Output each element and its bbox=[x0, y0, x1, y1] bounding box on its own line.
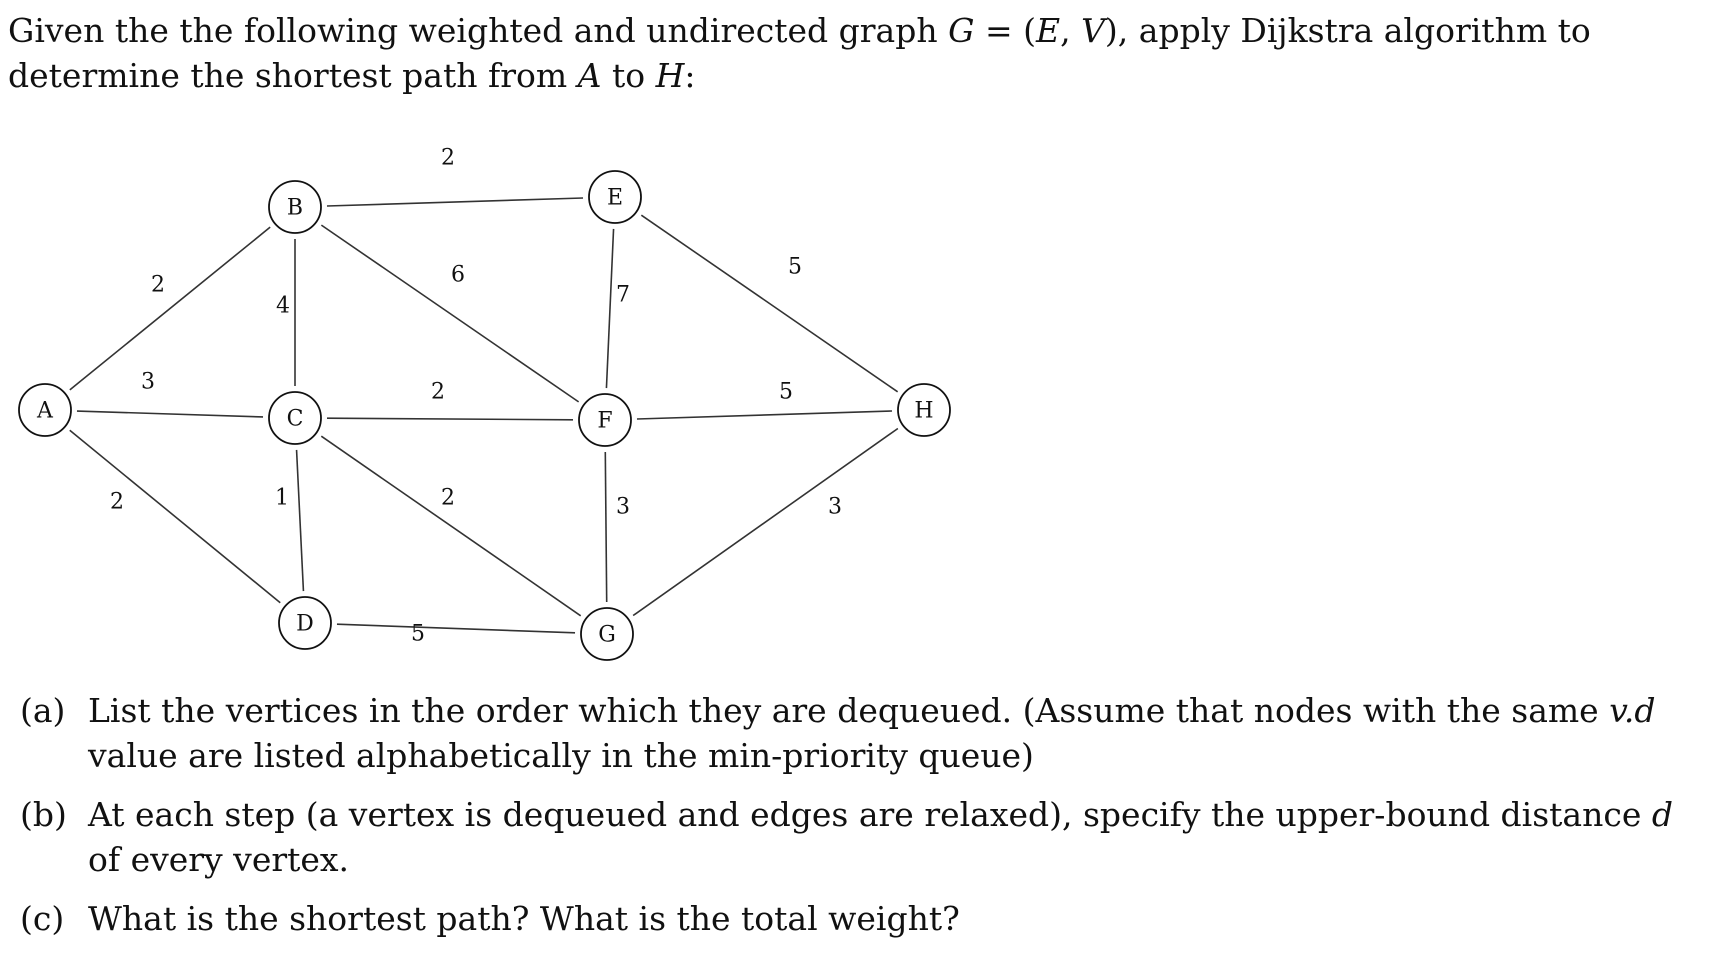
node-label: F bbox=[597, 409, 612, 434]
question-text: of every vertex. bbox=[88, 840, 350, 879]
node-circle bbox=[268, 391, 322, 445]
node-circle bbox=[897, 383, 951, 437]
edge-weight-c-d: 1 bbox=[275, 486, 289, 511]
math-v: V bbox=[1081, 11, 1105, 50]
edge-weight-e-h: 5 bbox=[788, 255, 802, 280]
node-circle bbox=[580, 607, 634, 661]
edge-c-f bbox=[326, 417, 574, 421]
edge-weight-e-f: 7 bbox=[616, 283, 630, 308]
intro-text: Given the the following weighted and und… bbox=[8, 11, 949, 50]
node-c: C bbox=[268, 391, 322, 445]
node-label: G bbox=[598, 623, 616, 648]
edge-a-b bbox=[69, 226, 271, 391]
edge-weight-c-g: 2 bbox=[441, 486, 455, 511]
node-f: F bbox=[578, 393, 632, 447]
question-text: List the vertices in the order which the… bbox=[88, 691, 1610, 730]
edge-weight-c-f: 2 bbox=[431, 380, 445, 405]
edge-weight-a-c: 3 bbox=[141, 370, 155, 395]
intro-text: : bbox=[684, 56, 696, 95]
question-text: What is the shortest path? What is the t… bbox=[88, 899, 960, 938]
edge-c-g bbox=[320, 435, 582, 617]
edge-c-d bbox=[295, 449, 305, 592]
edge-e-f bbox=[605, 228, 615, 389]
question-marker: (a) bbox=[20, 691, 66, 730]
node-label: C bbox=[287, 407, 304, 432]
node-b: B bbox=[268, 180, 322, 234]
node-d: D bbox=[278, 596, 332, 650]
node-circle bbox=[588, 170, 642, 224]
math-h: H bbox=[655, 56, 685, 95]
math-e: E bbox=[1036, 11, 1061, 50]
node-circle bbox=[278, 596, 332, 650]
edge-f-g bbox=[604, 451, 608, 603]
node-circle bbox=[578, 393, 632, 447]
node-label: A bbox=[36, 399, 54, 424]
intro-text: , bbox=[1060, 11, 1082, 50]
edge-weight-g-h: 3 bbox=[828, 495, 842, 520]
node-label: H bbox=[914, 399, 933, 424]
edge-g-h bbox=[632, 427, 899, 617]
math-vd: v.d bbox=[1609, 691, 1656, 730]
node-label: D bbox=[296, 612, 314, 637]
edge-weight-f-h: 5 bbox=[779, 380, 793, 405]
node-circle bbox=[268, 180, 322, 234]
math-g: G bbox=[948, 11, 975, 50]
question-a: (a) List the vertices in the order which … bbox=[20, 688, 1710, 778]
intro-text: ), apply Dijkstra algorithm to determine… bbox=[8, 11, 1591, 95]
question-text: At each step (a vertex is dequeued and e… bbox=[88, 795, 1652, 834]
question-c: (c) What is the shortest path? What is th… bbox=[20, 896, 1710, 941]
node-e: E bbox=[588, 170, 642, 224]
edge-f-h bbox=[636, 410, 893, 420]
node-label: B bbox=[287, 196, 303, 221]
question-marker: (b) bbox=[20, 795, 67, 834]
node-a: A bbox=[18, 383, 72, 437]
node-circle bbox=[18, 383, 72, 437]
edge-weight-a-b: 2 bbox=[151, 273, 165, 298]
intro-text: to bbox=[601, 56, 656, 95]
edge-e-h bbox=[640, 214, 899, 393]
edge-weight-f-g: 3 bbox=[616, 495, 630, 520]
edge-a-d bbox=[69, 429, 281, 604]
question-list: (a) List the vertices in the order which … bbox=[20, 688, 1710, 955]
edge-b-f bbox=[320, 224, 580, 403]
node-h: H bbox=[897, 383, 951, 437]
edge-weight-d-g: 5 bbox=[411, 622, 425, 647]
node-g: G bbox=[580, 607, 634, 661]
edge-weight-a-d: 2 bbox=[110, 490, 124, 515]
edge-d-g bbox=[336, 623, 576, 634]
question-b: (b) At each step (a vertex is dequeued an… bbox=[20, 792, 1710, 882]
question-marker: (c) bbox=[20, 899, 65, 938]
edge-b-e bbox=[326, 197, 584, 207]
edge-a-c bbox=[76, 410, 264, 418]
edge-weight-b-c: 4 bbox=[276, 294, 290, 319]
math-a: A bbox=[577, 56, 602, 95]
intro-text: = ( bbox=[974, 11, 1036, 50]
edge-weight-b-e: 2 bbox=[441, 146, 455, 171]
question-text: value are listed alphabetically in the m… bbox=[88, 736, 1034, 775]
edge-weight-b-f: 6 bbox=[451, 263, 465, 288]
problem-statement: Given the the following weighted and und… bbox=[8, 8, 1708, 98]
math-d: d bbox=[1651, 795, 1673, 834]
node-label: E bbox=[607, 186, 623, 211]
